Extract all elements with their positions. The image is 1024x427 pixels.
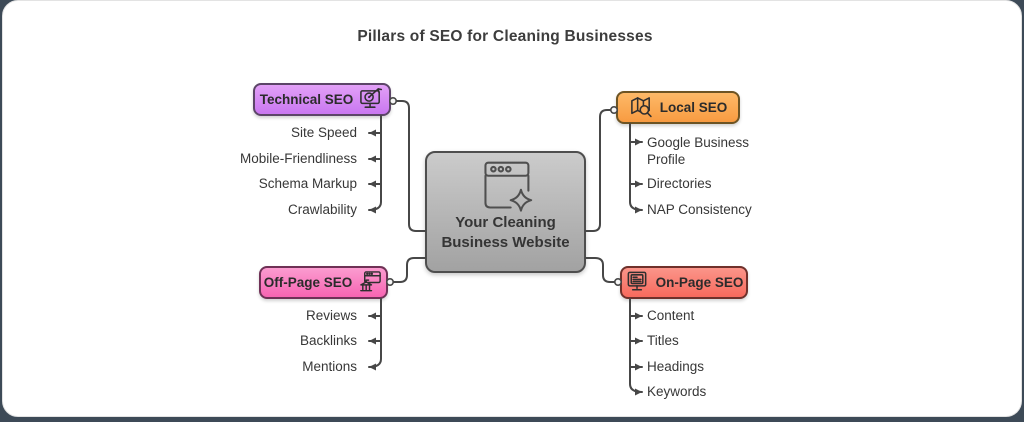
- browser-building-icon: [358, 270, 383, 295]
- branch-badge-off-page-seo: Off-Page SEO: [259, 266, 388, 299]
- leaf-item-headings: Headings: [647, 359, 705, 374]
- leaf-item-keywords: Keywords: [647, 384, 707, 399]
- center-node-label-line1: Your Cleaning: [455, 214, 556, 231]
- leaf-item-directories: Directories: [647, 176, 712, 191]
- leaf-item-nap-consistency: NAP Consistency: [647, 202, 752, 217]
- diagram-title: Pillars of SEO for Cleaning Businesses: [357, 28, 653, 45]
- center-node-label-line2: Business Website: [441, 234, 570, 251]
- leaf-item-schema-markup: Schema Markup: [258, 176, 357, 191]
- map-magnifier-icon: [629, 95, 654, 120]
- center-node-label: Your Cleaning Business Website: [427, 213, 584, 253]
- branch-label-local-seo: Local SEO: [659, 100, 728, 115]
- branch-badge-technical-seo: Technical SEO: [253, 83, 391, 116]
- branch-label-on-page-seo: On-Page SEO: [655, 275, 744, 290]
- monitor-target-icon: [359, 87, 384, 112]
- leaf-item-mobile-friendliness: Mobile-Friendliness: [239, 151, 357, 166]
- leaf-item-google-business-profile: Google Business Profile: [647, 135, 750, 167]
- browser-sparkle-icon: [483, 161, 532, 212]
- branch-badge-local-seo: Local SEO: [616, 91, 740, 124]
- leaf-item-content: Content: [647, 308, 695, 323]
- leaf-item-site-speed: Site Speed: [290, 125, 357, 140]
- leaf-item-backlinks: Backlinks: [299, 333, 357, 348]
- leaf-item-reviews: Reviews: [305, 308, 357, 323]
- leaf-item-crawlability: Crawlability: [287, 202, 357, 217]
- branch-label-off-page-seo: Off-Page SEO: [263, 275, 353, 290]
- diagram-card: Pillars of SEO for Cleaning Businesses T…: [2, 0, 1022, 417]
- branch-label-technical-seo: Technical SEO: [259, 92, 354, 107]
- center-node-website: Your Cleaning Business Website: [425, 151, 586, 273]
- branch-badge-on-page-seo: On-Page SEO: [620, 266, 748, 299]
- document-monitor-icon: [625, 270, 650, 295]
- leaf-item-mentions: Mentions: [302, 359, 357, 374]
- leaf-item-titles: Titles: [647, 333, 679, 348]
